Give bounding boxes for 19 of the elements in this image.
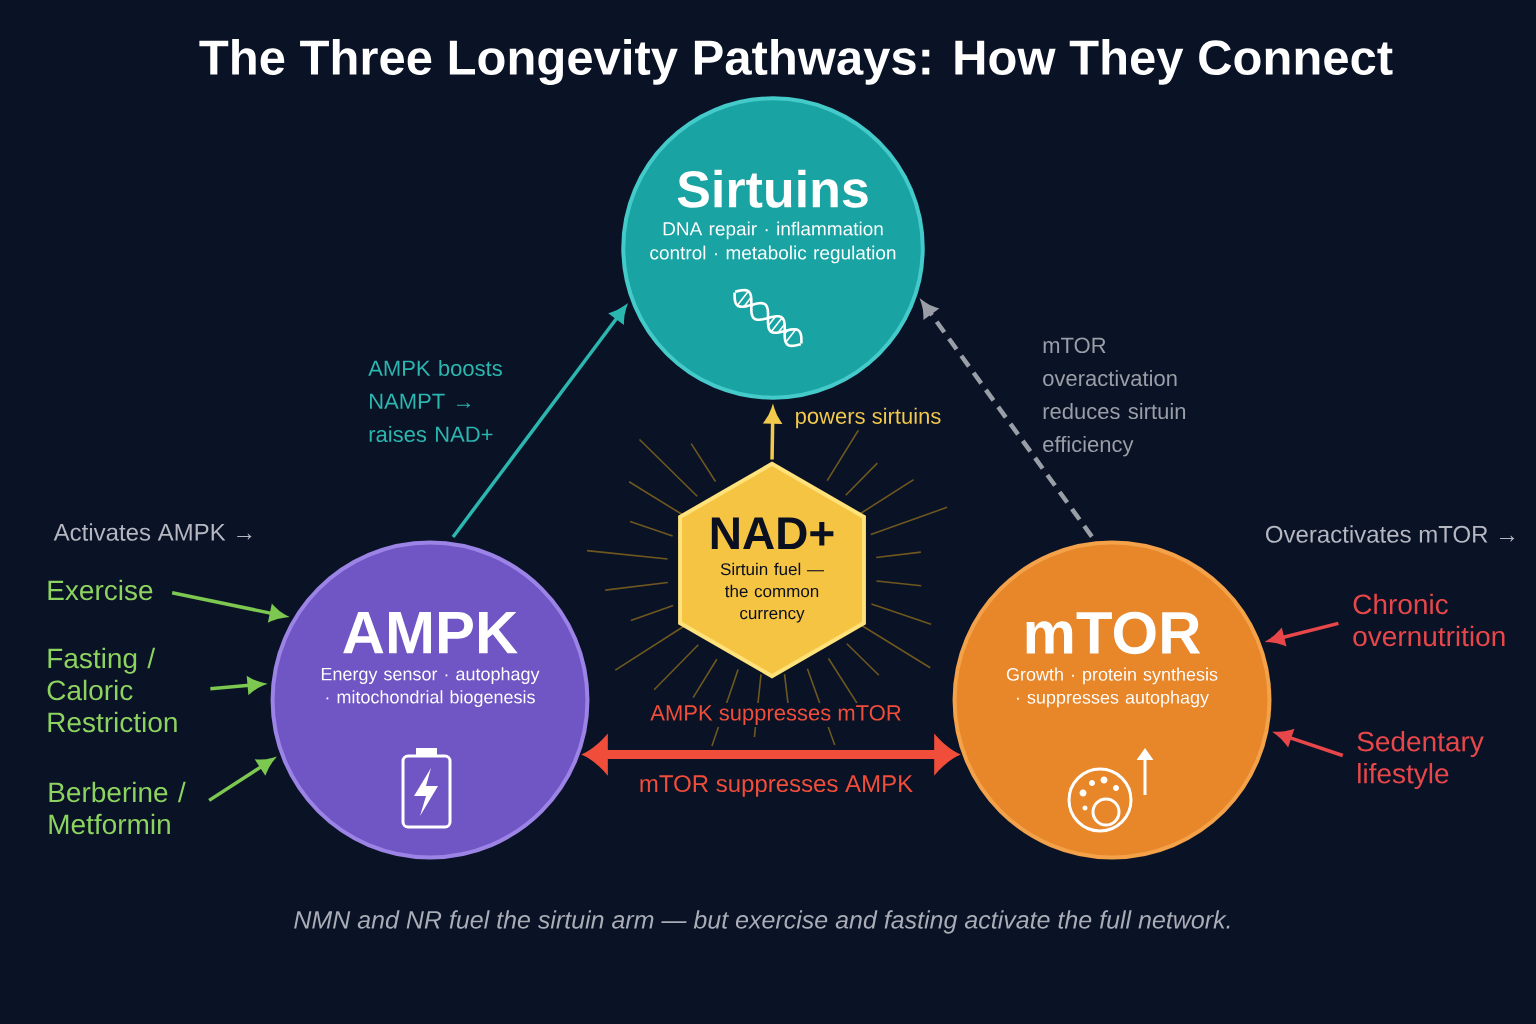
column-heading: Activates AMPK → (53, 523, 252, 541)
edge-label: AMPK boosts NAMPT → raises NAD+ (366, 357, 521, 445)
arrow (921, 301, 1094, 538)
hexagon-badge: NAD+ Sirtuin fuel — the common currency (678, 461, 866, 679)
arrow (451, 305, 627, 538)
factor-label: Berberine / Metformin (49, 781, 186, 835)
column-heading: Overactivates mTOR → (1266, 525, 1515, 543)
caption: NMN and NR fuel the sirtuin arm — but exercise and fasting activate the full network. (294, 910, 1230, 934)
arrow (208, 757, 274, 802)
edge-label: mTOR overactivation reduces sirtuin efficiency (1040, 335, 1215, 459)
arrow (1275, 729, 1344, 758)
note-label: mTOR suppresses AMPK (640, 775, 913, 797)
factor-label: Chronic overnutrition (1353, 593, 1505, 647)
factor-label: Fasting / Caloric Restriction (47, 647, 177, 733)
edge-label: powers sirtuins (792, 405, 944, 431)
factor-label: Sedentary lifestyle (1357, 730, 1484, 790)
title: The Three Longevity Pathways: How They Connect (199, 39, 1393, 85)
edge-label: AMPK suppresses mTOR (648, 703, 904, 727)
factor-label: Exercise (48, 579, 153, 601)
